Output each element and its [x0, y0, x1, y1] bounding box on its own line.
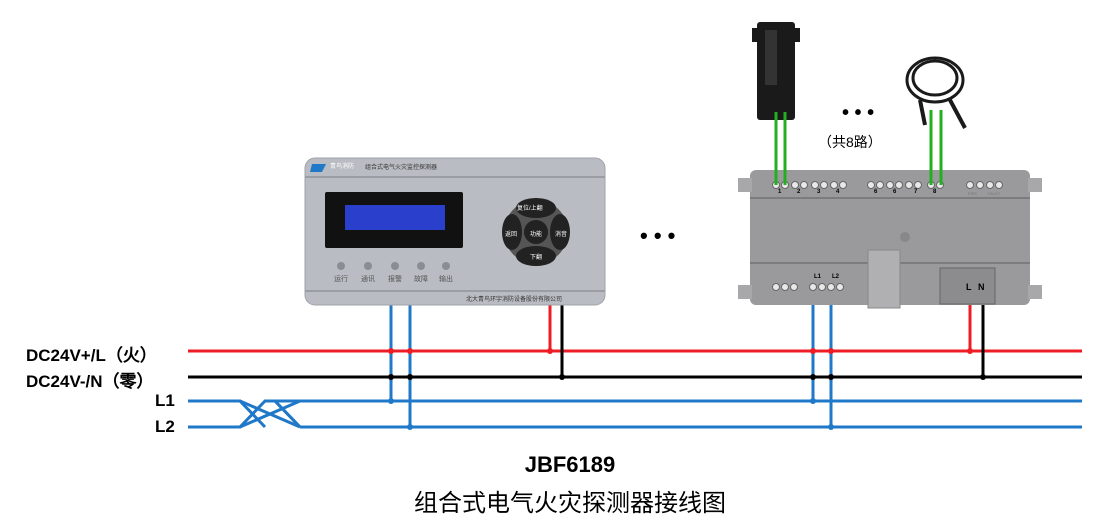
l1-line	[188, 399, 1082, 429]
btn-down: 下翻	[530, 255, 543, 261]
module-l-label: L	[966, 282, 972, 292]
label-neutral: DC24V-/N（零）	[26, 372, 154, 391]
detector-panel	[304, 157, 606, 306]
terminal-label: 7	[914, 189, 918, 195]
terminal-label: 8	[933, 189, 937, 195]
fault-label: FAULT	[988, 191, 1001, 196]
led-label: 通讯	[361, 276, 375, 283]
led-label: 输出	[439, 276, 453, 283]
panel-brand: 青鸟消防	[330, 164, 355, 170]
diagram-subtitle: 组合式电气火灾探测器接线图	[414, 489, 726, 517]
led-label: 运行	[334, 276, 348, 283]
panel-maker: 北大青鸟环宇消防设备股份有限公司	[466, 297, 563, 303]
led-label: 故障	[414, 276, 428, 283]
terminal-label: 6	[893, 189, 897, 195]
terminal-label: 4	[836, 189, 840, 195]
channels-note: （共8路）	[818, 134, 882, 150]
rectangular-ct-sensor	[752, 22, 800, 120]
terminal-label: 6	[874, 189, 878, 195]
sensor-wires	[774, 110, 943, 185]
btn-right: 消音	[555, 232, 568, 238]
terminal-label: 1	[778, 189, 782, 195]
ring-ct-sensor	[905, 56, 967, 129]
sensors-ellipsis: • • •	[842, 102, 875, 124]
devices-ellipsis: • • •	[640, 223, 676, 248]
label-live: DC24V+/L（火）	[26, 346, 157, 365]
btn-center: 功能	[530, 232, 543, 238]
led-label: 报警	[388, 276, 402, 283]
btn-left: 返回	[505, 232, 518, 238]
module-l2-label: L2	[832, 274, 840, 280]
module-n-label: N	[978, 282, 985, 292]
fire-label: FIRE	[968, 191, 978, 196]
label-l2: L2	[155, 417, 175, 436]
module-l1-label: L1	[814, 274, 822, 280]
terminal-label: 2	[797, 189, 801, 195]
btn-up: 复位/上翻	[517, 206, 543, 212]
diagram-title: JBF6189	[524, 452, 616, 477]
l2-line	[188, 399, 1082, 429]
terminal-label: 3	[817, 189, 821, 195]
label-l1: L1	[155, 391, 175, 410]
bus-drops	[389, 290, 833, 427]
panel-name: 组合式电气火灾监控探测器	[365, 165, 438, 171]
detector-module	[738, 170, 1042, 309]
